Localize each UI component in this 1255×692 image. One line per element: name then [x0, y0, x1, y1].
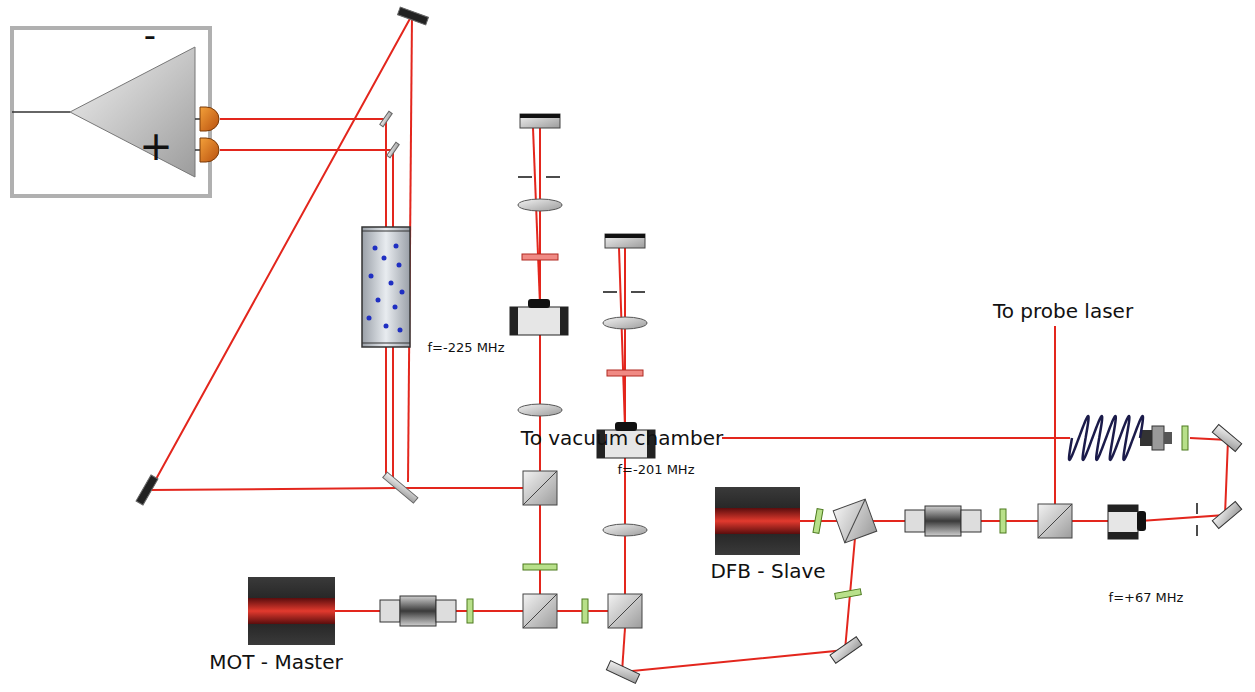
fibre-coil	[1069, 416, 1143, 460]
plus-input: +	[139, 123, 173, 169]
aom-frequency: f=-225 MHz	[428, 341, 505, 356]
detector-box	[12, 28, 210, 196]
output-label: To probe laser	[993, 300, 1133, 323]
laser-label: MOT - Master	[209, 651, 342, 674]
optical-isolator	[380, 506, 981, 626]
laser-beam	[150, 15, 1228, 672]
waveplate	[467, 426, 1188, 623]
acousto-optic-modulator	[510, 299, 1146, 539]
vapour-cell	[362, 227, 410, 347]
photodiode	[200, 107, 219, 162]
laser-label: DFB - Slave	[710, 560, 825, 583]
aperture	[518, 177, 1197, 536]
minus-input: -	[144, 16, 156, 55]
beam-splitter-cube	[523, 471, 1072, 628]
fibre-coupler	[1140, 426, 1172, 450]
mirror	[606, 425, 1241, 684]
mirror	[136, 7, 428, 505]
retro-mirror	[520, 114, 645, 248]
lens	[518, 199, 647, 536]
amplifier	[70, 47, 195, 177]
aom-frequency: f=+67 MHz	[1109, 591, 1184, 606]
aom-frequency: f=-201 MHz	[618, 463, 695, 478]
output-label: To vacuum chamber	[521, 427, 723, 450]
